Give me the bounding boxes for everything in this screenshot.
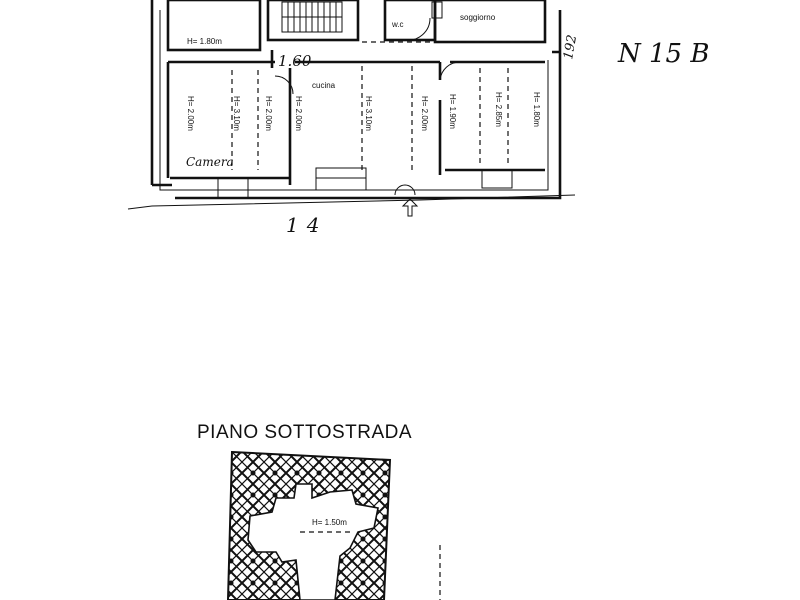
height-right-2: H= 2.85m bbox=[494, 92, 503, 127]
niche-right bbox=[481, 169, 513, 189]
height-left-3: H= 2.00m bbox=[264, 96, 273, 131]
cellar-void bbox=[247, 483, 379, 600]
handwritten-dimension-1: 1.60 bbox=[278, 52, 312, 70]
label-camera: Camera bbox=[186, 155, 234, 169]
height-mid-2: H= 3.10m bbox=[364, 96, 373, 131]
property-boundary bbox=[127, 194, 576, 210]
height-mid-1: H= 2.00m bbox=[294, 96, 303, 131]
handwritten-dimension-2: 14 bbox=[286, 213, 327, 237]
upper-floor-plan: H= 1.80m w.c soggiorno cucina Camera H= … bbox=[127, 0, 709, 237]
label-soggiorno: soggiorno bbox=[460, 13, 496, 22]
height-right-1: H= 1.90m bbox=[448, 94, 457, 129]
handwritten-side-note: 192 bbox=[561, 34, 580, 61]
label-wc: w.c bbox=[391, 20, 404, 29]
entrance-door bbox=[394, 184, 416, 196]
lower-height-label: H= 1.50m bbox=[312, 518, 347, 527]
label-cucina: cucina bbox=[312, 81, 336, 90]
stair-room bbox=[266, 0, 360, 42]
interior-wall-mid bbox=[270, 50, 292, 185]
height-left-2: H= 3.10m bbox=[232, 96, 241, 131]
height-top-left: H= 1.80m bbox=[187, 37, 222, 46]
niche-mid bbox=[315, 167, 367, 191]
door-swing-3 bbox=[439, 61, 461, 81]
height-mid-3: H= 2.00m bbox=[420, 96, 429, 131]
niche-left bbox=[217, 177, 249, 199]
outer-wall bbox=[150, 0, 562, 200]
door-swing bbox=[404, 17, 431, 41]
fixture bbox=[431, 1, 443, 19]
door-swing-2 bbox=[274, 75, 294, 95]
lower-floor-plan: PIANO SOTTOSTRADA H= 1.50m bbox=[197, 422, 441, 600]
lower-plan-title: PIANO SOTTOSTRADA bbox=[197, 422, 412, 443]
entrance-arrow-icon bbox=[401, 198, 419, 217]
height-right-3: H= 1.80m bbox=[532, 92, 541, 127]
height-left-1: H= 2.00m bbox=[186, 96, 195, 131]
staircase bbox=[281, 1, 343, 33]
room-top-left bbox=[166, 0, 262, 52]
handwritten-sheet-ref: N 15 B bbox=[617, 39, 709, 69]
interior-wall-top bbox=[166, 60, 545, 178]
